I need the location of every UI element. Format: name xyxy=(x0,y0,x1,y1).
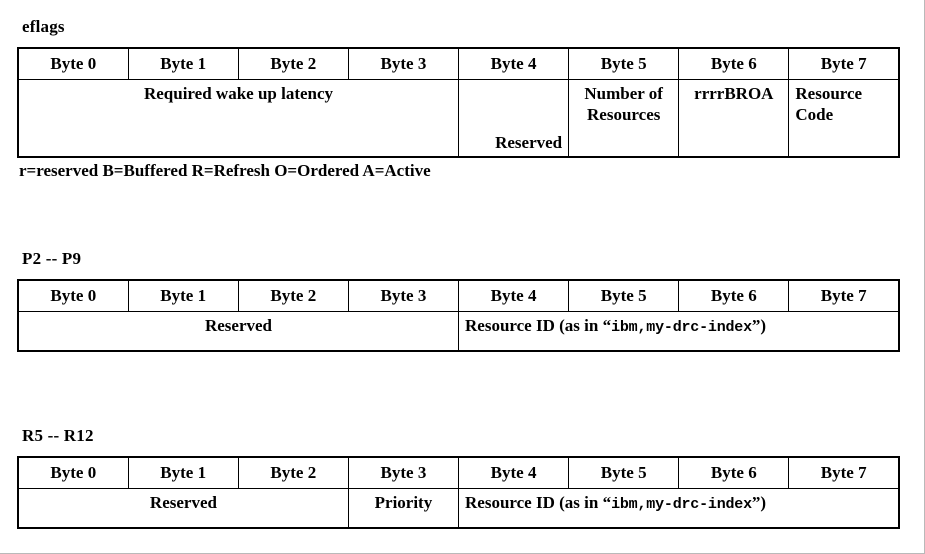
byte-header-3: Byte 3 xyxy=(347,279,460,312)
byte-header-7: Byte 7 xyxy=(788,47,900,80)
byte-header-5: Byte 5 xyxy=(568,47,680,80)
byte-header-1: Byte 1 xyxy=(127,279,239,312)
table-row-fields: Reserved Resource ID (as in “ibm,my-drc-… xyxy=(17,311,900,352)
byte-header-6: Byte 6 xyxy=(678,47,790,80)
field-label-prefix: Resource ID (as in “ xyxy=(465,493,612,512)
table-row-fields: Required wake up latency Reserved Number… xyxy=(17,79,900,158)
field-label: Resource ID (as in “ibm,my-drc-index”) xyxy=(459,312,898,338)
byte-header-6: Byte 6 xyxy=(678,279,790,312)
field-reserved: Reserved xyxy=(17,488,349,529)
field-label-mono: ibm,my-drc-index xyxy=(611,496,752,513)
field-rrrrbroa-flags: rrrrBROA xyxy=(678,79,790,158)
field-label-prefix: Resource ID (as in “ xyxy=(465,316,612,335)
field-label: Reserved xyxy=(495,133,563,152)
byte-header-6: Byte 6 xyxy=(678,456,790,489)
field-priority: Priority xyxy=(347,488,460,529)
field-reserved: Reserved xyxy=(457,79,570,158)
byte-header-7: Byte 7 xyxy=(788,456,900,489)
field-label-suffix: ”) xyxy=(751,316,767,335)
block-label-eflags: eflags xyxy=(22,17,65,36)
field-label: Reserved xyxy=(204,316,273,335)
field-resource-id: Resource ID (as in “ibm,my-drc-index”) xyxy=(458,488,900,529)
byte-header-7: Byte 7 xyxy=(788,279,900,312)
field-label: Number of Resources xyxy=(584,84,663,124)
field-label-suffix: ”) xyxy=(751,493,767,512)
byte-header-1: Byte 1 xyxy=(127,456,239,489)
field-label: Required wake up latency xyxy=(143,84,334,103)
field-resource-code: Resource Code xyxy=(788,79,900,158)
byte-header-0: Byte 0 xyxy=(17,279,129,312)
byte-header-4: Byte 4 xyxy=(457,456,570,489)
field-label: Resource Code xyxy=(795,84,863,124)
byte-header-2: Byte 2 xyxy=(237,279,349,312)
field-label: Reserved xyxy=(149,493,217,512)
field-reserved: Reserved xyxy=(17,311,459,352)
byte-header-1: Byte 1 xyxy=(127,47,239,80)
byte-header-4: Byte 4 xyxy=(457,279,570,312)
byte-header-3: Byte 3 xyxy=(347,47,460,80)
table-row-header: Byte 0 Byte 1 Byte 2 Byte 3 Byte 4 Byte … xyxy=(17,47,900,80)
table-row-header: Byte 0 Byte 1 Byte 2 Byte 3 Byte 4 Byte … xyxy=(17,456,900,489)
field-label: Resource ID (as in “ibm,my-drc-index”) xyxy=(459,489,898,515)
field-label: Priority xyxy=(374,493,433,512)
block-label-p2-p9: P2 -- P9 xyxy=(22,249,82,268)
table-row-fields: Reserved Priority Resource ID (as in “ib… xyxy=(17,488,900,529)
byte-header-0: Byte 0 xyxy=(17,47,129,80)
field-label: rrrrBROA xyxy=(694,84,774,103)
byte-table-r5-r12: Byte 0 Byte 1 Byte 2 Byte 3 Byte 4 Byte … xyxy=(17,456,900,529)
byte-table-p2-p9: Byte 0 Byte 1 Byte 2 Byte 3 Byte 4 Byte … xyxy=(17,279,900,352)
byte-header-2: Byte 2 xyxy=(237,47,349,80)
byte-table-eflags: Byte 0 Byte 1 Byte 2 Byte 3 Byte 4 Byte … xyxy=(17,47,900,158)
table-row-header: Byte 0 Byte 1 Byte 2 Byte 3 Byte 4 Byte … xyxy=(17,279,900,312)
byte-header-3: Byte 3 xyxy=(347,456,460,489)
block-label-r5-r12: R5 -- R12 xyxy=(22,426,94,445)
field-number-of-resources: Number of Resources xyxy=(568,79,680,158)
byte-header-0: Byte 0 xyxy=(17,456,129,489)
byte-header-2: Byte 2 xyxy=(237,456,349,489)
field-required-wake-up-latency: Required wake up latency xyxy=(17,79,459,158)
byte-header-5: Byte 5 xyxy=(568,279,680,312)
field-label-mono: ibm,my-drc-index xyxy=(611,319,752,336)
field-resource-id: Resource ID (as in “ibm,my-drc-index”) xyxy=(458,311,900,352)
byte-header-5: Byte 5 xyxy=(568,456,680,489)
flags-legend: r=reserved B=Buffered R=Refresh O=Ordere… xyxy=(19,161,431,180)
byte-header-4: Byte 4 xyxy=(457,47,570,80)
